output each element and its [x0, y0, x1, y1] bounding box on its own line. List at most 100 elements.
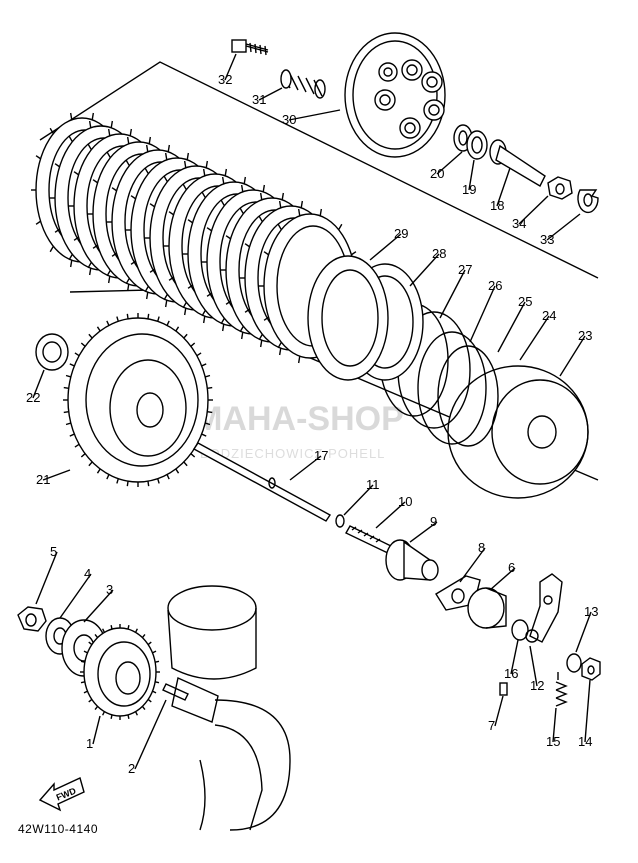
lock-washer — [577, 189, 599, 214]
callout-label-32: 32 — [218, 72, 232, 87]
gear-tooth — [88, 698, 93, 703]
callout-label-26: 26 — [488, 278, 502, 293]
gear-tooth — [147, 481, 150, 487]
gear-tooth — [141, 634, 146, 639]
gear-tooth — [126, 481, 129, 487]
gear-tooth — [201, 363, 207, 367]
callout-leaders — [32, 53, 592, 770]
callout-leader — [575, 611, 592, 653]
callout-leader — [497, 301, 526, 353]
callout-label-5: 5 — [50, 544, 57, 559]
gear-tooth — [80, 681, 86, 684]
part-code: 42W110-4140 — [18, 822, 98, 836]
gear-tooth — [196, 352, 202, 357]
gear-tooth — [69, 363, 75, 367]
gear-tooth — [152, 690, 157, 694]
callout-leader — [494, 695, 504, 727]
cam — [467, 587, 507, 629]
callout-leader — [369, 233, 402, 261]
callout-label-17: 17 — [314, 448, 328, 463]
gear-tooth — [147, 641, 152, 646]
callout-label-18: 18 — [490, 198, 504, 213]
callout-leader — [409, 253, 440, 287]
spring — [280, 69, 326, 99]
callout-leader — [468, 159, 475, 191]
gear-tooth — [94, 634, 99, 639]
callout-leader — [289, 455, 322, 481]
callout-leader — [288, 109, 341, 121]
callout-label-21: 21 — [36, 472, 50, 487]
primary-drive-gear — [80, 624, 160, 720]
callout-leader — [552, 707, 557, 743]
callout-label-8: 8 — [478, 540, 485, 555]
pinion-gear — [385, 539, 439, 581]
callout-label-7: 7 — [488, 718, 495, 733]
callout-label-22: 22 — [26, 390, 40, 405]
gear-tooth — [166, 320, 170, 326]
gear-tooth — [74, 352, 80, 357]
dowel-pin — [499, 682, 508, 696]
gear-tooth — [88, 641, 93, 646]
gear-tooth — [134, 711, 138, 716]
gear-tooth — [88, 333, 93, 339]
forward-arrow-icon: FWD — [38, 777, 85, 812]
nut — [17, 606, 47, 632]
gear-tooth — [74, 443, 80, 448]
watermark-subtext: BODZIECHOWICZ POHELL — [200, 446, 385, 461]
gear-tooth — [106, 474, 110, 480]
gear-tooth — [190, 453, 196, 458]
callout-label-24: 24 — [542, 308, 556, 323]
callout-leader — [92, 715, 101, 745]
gear-tooth — [126, 313, 129, 319]
callout-label-6: 6 — [508, 560, 515, 575]
gear-tooth — [127, 625, 130, 630]
gear-tooth — [65, 374, 72, 378]
gear-tooth — [94, 705, 99, 710]
callout-label-19: 19 — [462, 182, 476, 197]
gear-tooth — [106, 320, 110, 326]
return-spring — [555, 672, 568, 707]
spacer — [35, 333, 69, 371]
callout-label-13: 13 — [584, 604, 598, 619]
callout-leader — [546, 213, 581, 241]
callout-label-34: 34 — [512, 216, 526, 231]
lever-washer — [566, 653, 582, 673]
clutch-plate-stack — [31, 112, 361, 364]
gear-tooth — [154, 681, 160, 684]
callout-leader — [83, 589, 114, 623]
gear-tooth — [116, 316, 119, 322]
callout-leader — [224, 53, 237, 81]
small-washer — [511, 619, 529, 641]
callout-label-14: 14 — [578, 734, 592, 749]
callout-leader — [489, 567, 516, 591]
push-rod — [489, 139, 546, 187]
gear-tooth — [96, 326, 101, 332]
callout-leader — [375, 501, 406, 529]
gear-tooth — [83, 690, 88, 694]
callout-leader — [32, 369, 45, 399]
callout-label-23: 23 — [578, 328, 592, 343]
gear-tooth — [116, 478, 119, 484]
gear-tooth — [183, 461, 188, 467]
callout-label-30: 30 — [282, 112, 296, 127]
bearing — [466, 130, 488, 160]
callout-leader — [459, 547, 486, 583]
gear-tooth — [141, 705, 146, 710]
gear-tooth — [63, 386, 69, 390]
gear-tooth — [204, 422, 211, 426]
callout-label-33: 33 — [540, 232, 554, 247]
upper-frame-line — [39, 61, 599, 279]
gear-tooth — [154, 660, 160, 663]
gear-tooth — [134, 628, 138, 633]
crankshaft-outline — [167, 585, 291, 831]
gear-tooth — [157, 316, 160, 322]
gear-tooth — [207, 410, 213, 414]
callout-leader — [518, 195, 549, 225]
bolt — [231, 39, 269, 56]
callout-leader — [584, 679, 591, 743]
callout-label-15: 15 — [546, 734, 560, 749]
callout-leader — [519, 315, 550, 361]
primary-driven-gear — [63, 313, 213, 487]
